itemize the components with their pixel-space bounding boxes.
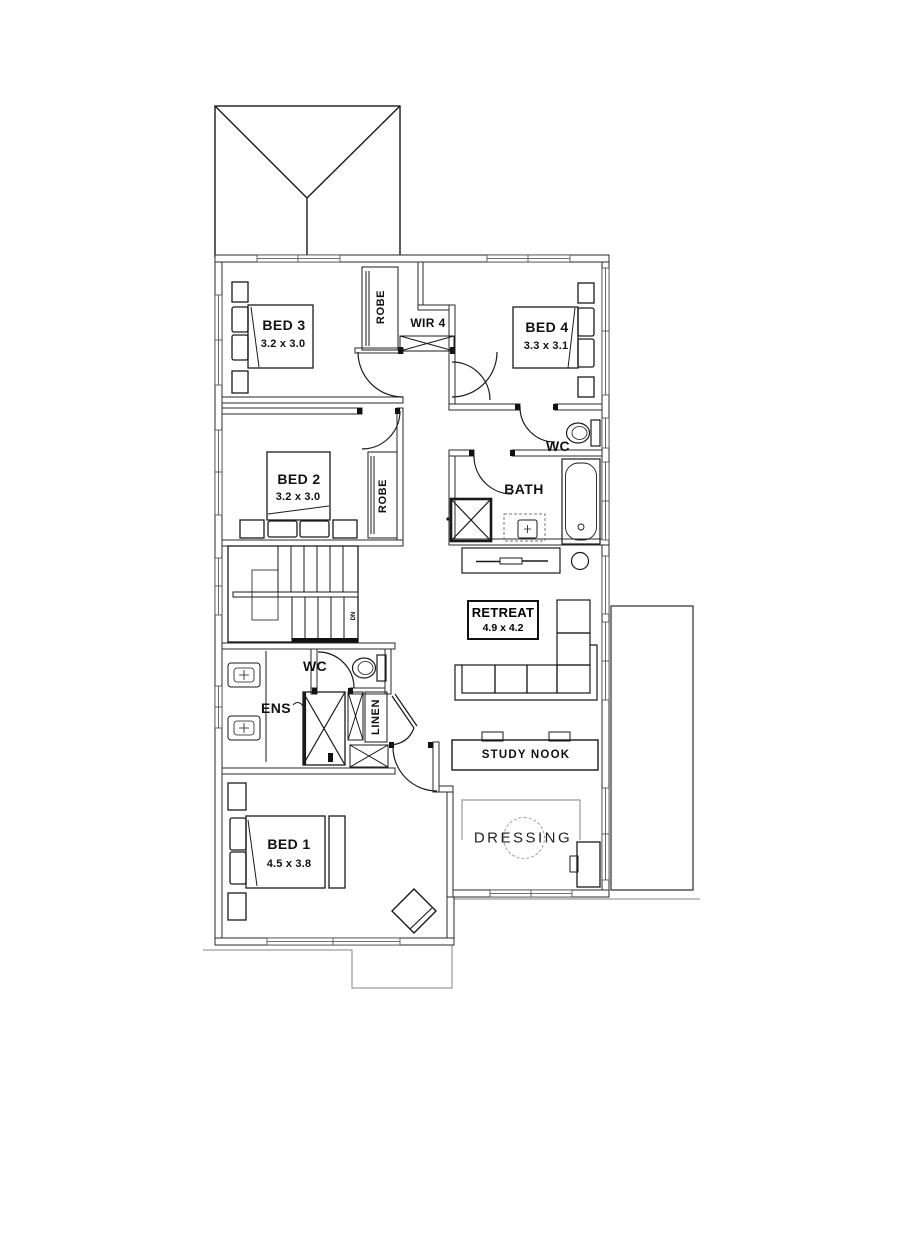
ens-label: ENS [261,700,291,716]
bed4-label: BED 4 [525,319,569,335]
bed2-bed [239,451,358,539]
wir4-cabinet [399,335,455,352]
retreat-sofa [454,599,598,701]
wc-upper-label: WC [545,438,571,454]
staircase [227,545,359,643]
bed1-dims: 4.5 x 3.8 [266,858,312,870]
stairs-dn-label: DN [351,611,357,621]
bed1-bed [227,782,346,921]
bed4-bed [512,282,595,398]
bed3-door-arc [357,351,404,398]
ens-shower [302,691,346,766]
study-nook-label: STUDY NOOK [481,749,571,761]
retreat-tv-unit [461,547,561,574]
bath-vanity [503,513,546,542]
robe-bed2-label: ROBE [377,478,389,514]
retreat-side-table [570,551,590,571]
linen-closet [347,691,389,768]
lower-storey-outline [203,898,700,989]
bed2-label: BED 2 [277,471,321,487]
roof-outline [214,105,401,258]
retreat-label-box: RETREAT 4.9 x 4.2 [467,600,539,640]
windows [214,254,610,946]
bed3-bed [231,281,314,394]
linen-label: LINEN [370,699,382,735]
bed3-label: BED 3 [262,317,306,333]
robe-bed3-closet [361,266,399,351]
ens-door-arc [389,727,415,746]
wir4-label: WIR 4 [410,316,446,330]
retreat-dims: 4.9 x 4.2 [482,621,524,634]
door-arcs [317,351,556,792]
wc-mid-label: WC [302,658,328,674]
robe-bed2-closet [367,451,398,539]
bed4-dims: 3.3 x 3.1 [523,340,569,352]
bed1-hall-door-arc [392,746,438,792]
dressing-dresser [569,841,601,888]
wc-upper-toilet [565,419,601,447]
ens-vanity [227,651,267,762]
retreat-label: RETREAT [471,605,535,621]
bed4-door-arc [451,361,491,401]
ens-door-leaf [391,693,418,729]
study-nook-desk [451,731,599,771]
ens-leader-line [292,702,307,712]
bathtub [561,458,601,545]
bed2-dims: 3.2 x 3.0 [275,491,321,503]
interior-walls [221,261,610,898]
dressing-wardrobe-outline [461,799,581,840]
bath-shower [446,497,493,543]
corner-chair [391,888,437,934]
bed1-label: BED 1 [267,836,311,852]
right-side-roof-outline [610,605,694,891]
dressing-circle [503,817,545,859]
wc-mid-door-arc [317,651,355,689]
hall-door-arc [451,351,498,398]
bath-door-arc [473,455,513,495]
bath-label: BATH [504,481,544,497]
robe-bed3-label: ROBE [375,289,387,325]
bed3-dims: 3.2 x 3.0 [260,338,306,350]
bed2-door-arc [361,410,401,450]
wc-mid-toilet [351,654,387,682]
dressing-label: DRESSING [473,829,573,847]
wc-upper-door-arc [519,406,556,443]
